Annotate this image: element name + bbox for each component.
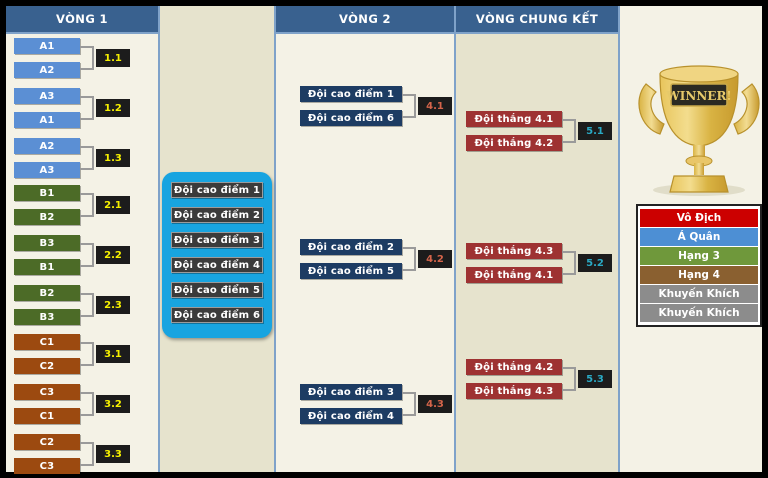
team-box[interactable]: Đội thắng 4.3	[466, 243, 562, 259]
team-box[interactable]: Đội thắng 4.2	[466, 359, 562, 375]
header-round1: VÒNG 1	[6, 6, 158, 34]
team-box[interactable]: A2	[14, 138, 80, 154]
team-box[interactable]: B2	[14, 285, 80, 301]
team-box[interactable]: B3	[14, 235, 80, 251]
top-team-item[interactable]: Đội cao điểm 5	[171, 282, 263, 298]
match-code-chip: 3.1	[96, 345, 130, 363]
team-box[interactable]: A2	[14, 62, 80, 78]
divider-2	[274, 6, 276, 472]
team-box[interactable]: C2	[14, 434, 80, 450]
team-box[interactable]: C3	[14, 458, 80, 474]
match-code-chip: 1.1	[96, 49, 130, 67]
bracket-connector	[80, 342, 94, 366]
bracket-connector	[562, 367, 576, 391]
bracket-connector	[402, 247, 416, 271]
team-box[interactable]: Đội cao điểm 5	[300, 263, 402, 279]
team-box[interactable]: A3	[14, 88, 80, 104]
legend-panel: Vô Địch Á Quân Hạng 3 Hạng 4 Khuyến Khíc…	[636, 204, 762, 327]
divider-3	[454, 6, 456, 472]
match-code-chip: 4.1	[418, 97, 452, 115]
bracket-connector	[80, 146, 94, 170]
match-code-chip: 2.2	[96, 246, 130, 264]
top-team-item[interactable]: Đội cao điểm 4	[171, 257, 263, 273]
bracket-connector	[80, 392, 94, 416]
team-box[interactable]: Đội cao điểm 3	[300, 384, 402, 400]
legend-row: Khuyến Khích	[640, 285, 758, 303]
team-box[interactable]: C3	[14, 384, 80, 400]
legend-row: Vô Địch	[640, 209, 758, 227]
bracket-connector	[562, 251, 576, 275]
top-team-item[interactable]: Đội cao điểm 6	[171, 307, 263, 323]
match-code-chip: 2.3	[96, 296, 130, 314]
legend-row: Á Quân	[640, 228, 758, 246]
match-code-chip: 3.2	[96, 395, 130, 413]
team-box[interactable]: B2	[14, 209, 80, 225]
bracket-connector	[80, 442, 94, 466]
team-box[interactable]: Đội cao điểm 2	[300, 239, 402, 255]
top-team-item[interactable]: Đội cao điểm 3	[171, 232, 263, 248]
match-code-chip: 2.1	[96, 196, 130, 214]
bracket-connector	[80, 243, 94, 267]
team-box[interactable]: Đội cao điểm 4	[300, 408, 402, 424]
legend-row: Hạng 3	[640, 247, 758, 265]
team-box[interactable]: Đội thắng 4.3	[466, 383, 562, 399]
team-box[interactable]: C2	[14, 358, 80, 374]
team-box[interactable]: A1	[14, 38, 80, 54]
bracket-connector	[562, 119, 576, 143]
team-box[interactable]: C1	[14, 334, 80, 350]
top-teams-panel: Đội cao điểm 1 Đội cao điểm 2 Đội cao đi…	[162, 172, 272, 338]
header-round2: VÒNG 2	[276, 6, 454, 34]
trophy-illustration: WINNER!	[636, 48, 762, 198]
trophy-plaque-text: WINNER!	[665, 89, 731, 103]
match-code-chip: 1.3	[96, 149, 130, 167]
bracket-connector	[80, 96, 94, 120]
bracket-connector	[80, 193, 94, 217]
top-team-item[interactable]: Đội cao điểm 2	[171, 207, 263, 223]
match-code-chip: 5.3	[578, 370, 612, 388]
team-box[interactable]: B1	[14, 259, 80, 275]
match-code-chip: 1.2	[96, 99, 130, 117]
bracket-connector	[402, 94, 416, 118]
match-code-chip: 4.3	[418, 395, 452, 413]
header-finals: VÒNG CHUNG KẾT	[456, 6, 618, 34]
divider-4	[618, 6, 620, 472]
team-box[interactable]: Đội cao điểm 6	[300, 110, 402, 126]
team-box[interactable]: B3	[14, 309, 80, 325]
header-finals-label: VÒNG CHUNG KẾT	[475, 12, 599, 26]
team-box[interactable]: Đội thắng 4.1	[466, 111, 562, 127]
trophy-icon: WINNER!	[638, 65, 760, 196]
bracket-connector	[402, 392, 416, 416]
team-box[interactable]: Đội cao điểm 1	[300, 86, 402, 102]
team-box[interactable]: C1	[14, 408, 80, 424]
top-team-item[interactable]: Đội cao điểm 1	[171, 182, 263, 198]
legend-row: Khuyến Khích	[640, 304, 758, 322]
header-round2-label: VÒNG 2	[339, 12, 391, 26]
team-box[interactable]: Đội thắng 4.1	[466, 267, 562, 283]
legend-label: Khuyến Khích	[658, 288, 740, 300]
team-box[interactable]: A1	[14, 112, 80, 128]
legend-label: Vô Địch	[676, 212, 722, 224]
team-box[interactable]: Đội thắng 4.2	[466, 135, 562, 151]
legend-label: Á Quân	[677, 231, 721, 243]
legend-label: Hạng 4	[678, 269, 720, 281]
match-code-chip: 4.2	[418, 250, 452, 268]
team-box[interactable]: A3	[14, 162, 80, 178]
divider-1	[158, 6, 160, 472]
bracket-connector	[80, 293, 94, 317]
match-code-chip: 3.3	[96, 445, 130, 463]
legend-label: Khuyến Khích	[658, 307, 740, 319]
bracket-connector	[80, 46, 94, 70]
legend-label: Hạng 3	[678, 250, 720, 262]
match-code-chip: 5.2	[578, 254, 612, 272]
header-round1-label: VÒNG 1	[56, 12, 108, 26]
column-finals-body	[456, 6, 618, 472]
match-code-chip: 5.1	[578, 122, 612, 140]
legend-row: Hạng 4	[640, 266, 758, 284]
team-box[interactable]: B1	[14, 185, 80, 201]
